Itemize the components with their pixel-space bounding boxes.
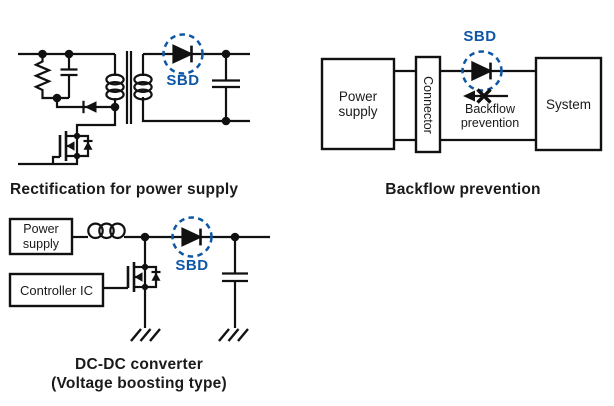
system-box-label: System (545, 96, 591, 112)
capacitor-icon (222, 237, 248, 328)
inductor-icon (87, 222, 126, 240)
capacitor-icon (60, 54, 78, 98)
dcdc-circuit (8, 216, 270, 343)
power-supply-box (8, 217, 74, 256)
connector-box-text: Connector (421, 75, 435, 134)
sbd-label: SBD (175, 257, 209, 274)
connector-box (414, 55, 442, 154)
dcdc-title-line2: (Voltage boosting type) (51, 375, 227, 392)
power-supply-box-label: Power supply (22, 222, 60, 251)
power-supply-box-label: Power supply (338, 89, 378, 119)
sbd-label: SBD (463, 28, 497, 45)
backflow-annotation-line1: Backflow (464, 102, 516, 116)
rectification-title: Rectification for power supply (10, 181, 239, 198)
capacitor-icon (212, 54, 240, 121)
system-box (534, 56, 603, 152)
connector-box-label: Connector (416, 57, 440, 152)
transformer-icon (105, 51, 153, 124)
dcdc-title-line1: DC-DC converter (75, 356, 203, 373)
backflow-annotation-line2: prevention (460, 115, 520, 130)
power-supply-box (320, 57, 396, 151)
controller-ic-box-label: Controller IC (20, 282, 93, 298)
dcdc-title: DC-DC converter (Voltage boosting type) (51, 355, 227, 393)
diode-icon (82, 100, 97, 114)
backflow-title: Backflow prevention (385, 181, 541, 198)
backflow-arrow-icon (463, 88, 508, 104)
backflow-diagram (320, 50, 603, 154)
rectification-circuit (18, 33, 250, 166)
sbd-label: SBD (166, 72, 200, 89)
controller-ic-box (8, 272, 105, 308)
resistor-icon (33, 54, 69, 100)
